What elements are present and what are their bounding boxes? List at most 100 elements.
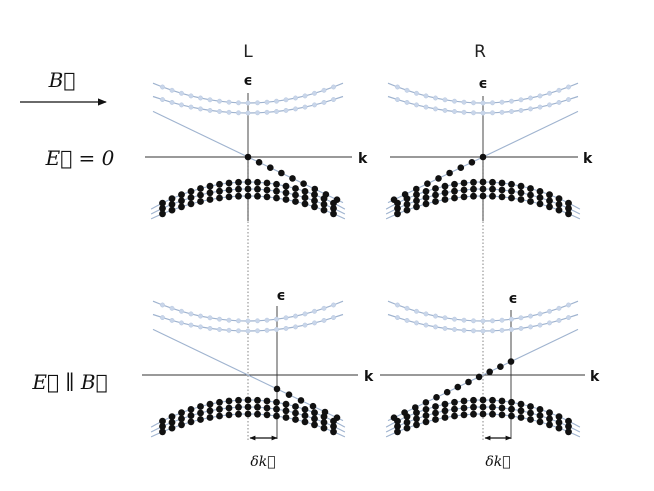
filled-state-dot [413,203,420,211]
filled-state-dot [168,419,176,426]
empty-state-dot [518,315,524,321]
empty-state-dot [395,97,400,103]
chiral-filled-dot [424,180,431,187]
empty-state-dot [566,84,571,90]
filled-state-dot [235,178,242,186]
filled-state-dot [168,201,176,208]
chiral-filled-dot [486,368,494,376]
filled-state-dot [527,409,534,417]
empty-state-dot [556,317,562,323]
empty-state-dot [179,308,184,314]
filled-state-dot [197,403,204,410]
empty-state-dot [395,84,400,90]
filled-state-dot [403,206,411,214]
chiral-filled-dot [255,159,263,166]
chiral-filled-dot [433,394,440,401]
empty-state-dot [255,100,260,106]
empty-state-dot [236,328,241,334]
empty-state-dot [395,315,400,321]
filled-state-dot [216,412,223,420]
empty-state-dot [283,97,289,103]
empty-state-dot [452,327,457,332]
filled-state-dot [168,413,176,420]
b-field-label: B⃗ [48,68,76,92]
filled-state-dot [489,410,496,418]
empty-state-dot [321,317,327,323]
empty-state-dot [395,302,400,308]
empty-state-dot [528,313,533,319]
filled-state-dot [244,403,252,411]
empty-state-dot [547,320,552,326]
empty-state-dot [160,302,165,308]
empty-state-dot [537,104,543,110]
empty-state-dot [226,317,232,323]
empty-state-dot [433,95,438,101]
filled-state-dot [235,185,242,193]
filled-state-dot [422,418,430,426]
filled-state-dot [273,412,280,420]
filled-state-dot [527,416,534,423]
empty-state-dot [566,302,571,308]
chiral-filled-dot [311,185,319,193]
filled-state-dot [527,185,534,192]
filled-state-dot [244,410,252,418]
filled-state-dot [403,201,411,208]
filled-state-dot [225,411,233,419]
empty-state-dot [331,97,336,103]
empty-state-dot [518,107,524,113]
empty-state-dot [537,322,543,328]
filled-state-dot [451,398,458,406]
empty-state-dot [509,98,514,104]
empty-state-dot [509,327,514,332]
filled-state-dot [517,196,525,203]
empty-state-dot [556,305,562,311]
empty-state-dot [169,305,175,311]
empty-state-dot [442,107,448,113]
panel-l-eb: kϵ [142,288,374,439]
empty-state-dot [245,328,251,334]
delta-k-left: δk⃗ [249,435,278,470]
chiral-branch-line [387,328,579,422]
filled-state-dot [508,405,515,413]
filled-state-dot [413,409,420,417]
empty-state-dot [226,327,232,333]
filled-state-dot [508,398,515,406]
filled-state-dot [470,403,477,411]
empty-state-dot [442,315,448,321]
filled-state-dot [432,185,439,192]
filled-state-dot [517,400,525,408]
empty-state-dot [207,97,213,103]
chiral-filled-dot [273,385,281,393]
filled-state-dot [565,423,572,430]
empty-state-dot [331,302,336,308]
filled-state-dot [244,185,252,193]
filled-state-dot [527,191,534,199]
empty-state-dot [404,317,410,323]
empty-state-dot [423,311,429,317]
chiral-filled-dot [443,388,451,396]
empty-state-dot [293,313,298,319]
empty-state-dot [321,99,327,105]
empty-state-dot [169,99,175,105]
empty-state-dot [179,102,184,108]
filled-state-dot [460,404,468,412]
filled-state-dot [517,189,525,197]
filled-state-dot [479,403,487,411]
filled-state-dot [244,396,252,404]
empty-state-dot [490,318,495,324]
empty-state-dot [236,100,241,106]
empty-state-dot [312,320,317,326]
filled-state-dot [489,403,496,411]
filled-state-dot [301,188,309,195]
filled-state-dot [536,412,544,419]
filled-state-dot [555,424,563,432]
filled-state-dot [470,185,477,193]
empty-state-dot [471,318,476,324]
chiral-filled-dot [468,159,476,166]
empty-state-dot [461,109,467,115]
filled-state-dot [244,178,252,186]
k-axis-label: k [358,151,368,167]
filled-state-dot [460,186,468,194]
filled-state-dot [263,404,271,412]
